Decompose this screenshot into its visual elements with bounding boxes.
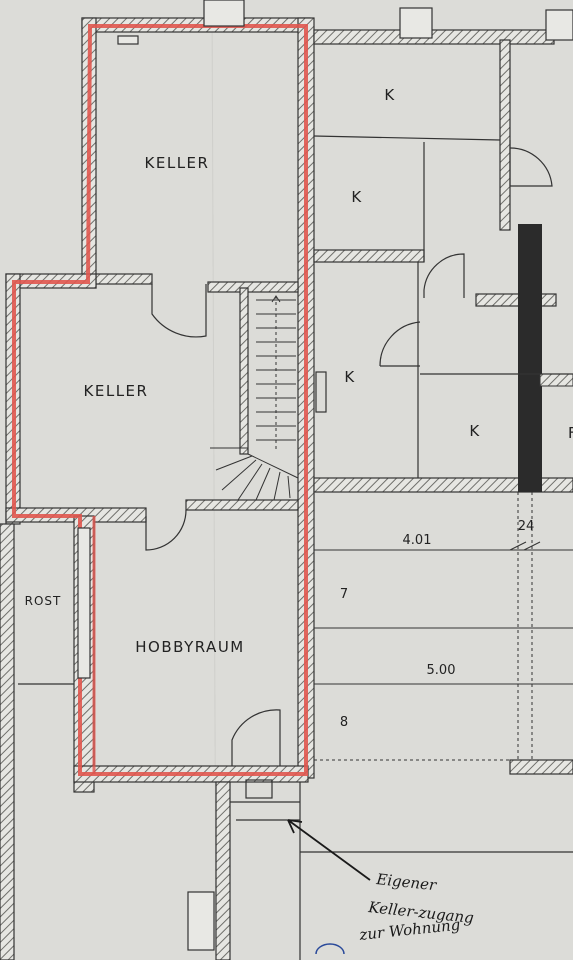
- wall-hobby-north-right: [185, 499, 299, 511]
- dim-tick: [523, 541, 541, 551]
- wall-right-inner: [475, 293, 557, 307]
- label-hobbyraum: HOBBYRAUM: [135, 638, 245, 656]
- stair-arrow-head: [271, 295, 281, 303]
- line-k1-k2: [313, 135, 501, 141]
- door-k3-frame: [315, 371, 327, 413]
- entry-box: [245, 779, 273, 799]
- wall-right-vertical: [499, 39, 511, 231]
- wall-stair-left: [239, 287, 249, 455]
- wall-outer-west: [0, 523, 15, 960]
- chimney-column: [518, 224, 542, 492]
- wall-sep-left: [95, 273, 153, 285]
- dim-label-24: 24: [518, 519, 535, 534]
- door-k2: [423, 253, 465, 298]
- window-hobby-west: [77, 527, 91, 679]
- annotation-arrow: [287, 819, 371, 881]
- stair-diagonal: [247, 453, 299, 479]
- label-k1: K: [384, 86, 395, 104]
- wall-right-north: [313, 29, 555, 45]
- stair-wind: [273, 471, 281, 501]
- label-k4: K: [469, 422, 480, 440]
- dim-label-401: 4.01: [403, 533, 432, 548]
- door-right: [509, 147, 553, 187]
- wall-right-edge: [539, 373, 573, 387]
- label-keller-mid: KELLER: [84, 382, 149, 400]
- window-k1: [399, 7, 433, 39]
- label-rost: ROST: [25, 594, 62, 608]
- windows: [77, 0, 573, 951]
- dimension-lines: [314, 492, 573, 761]
- label-k2: K: [351, 188, 362, 206]
- highlight-outline: [12, 24, 308, 776]
- door-k3: [379, 321, 421, 367]
- stair-wind: [221, 459, 257, 491]
- dim-tick: [509, 541, 527, 551]
- doors: [145, 147, 553, 766]
- blue-pen-mark: [315, 943, 345, 955]
- door-hobby-entry: [231, 709, 281, 766]
- window-right: [545, 9, 573, 41]
- row-label-7: 7: [340, 587, 348, 602]
- wall-sep-right: [207, 281, 299, 293]
- window-sill: [117, 35, 139, 45]
- door-keller-mid: [145, 509, 187, 551]
- stair-wind: [287, 475, 291, 499]
- dim-label-500: 5.00: [427, 663, 456, 678]
- label-k3: K: [344, 368, 355, 386]
- wall-right-south: [313, 477, 573, 493]
- paper-fold: [211, 0, 217, 960]
- staircase: [210, 295, 299, 501]
- stair-wind: [237, 463, 263, 501]
- wall-right-k2-south: [313, 249, 425, 263]
- wall-right-lower: [509, 759, 573, 775]
- window-top-keller: [203, 0, 245, 27]
- door-keller-top: [151, 284, 207, 338]
- label-partial: F: [568, 424, 573, 442]
- stair-wind: [215, 455, 253, 471]
- stair-wind: [255, 467, 271, 501]
- window-bottom: [187, 891, 215, 951]
- row-label-8: 8: [340, 715, 348, 730]
- wall-entry-left: [215, 781, 231, 960]
- label-keller-top: KELLER: [145, 154, 210, 172]
